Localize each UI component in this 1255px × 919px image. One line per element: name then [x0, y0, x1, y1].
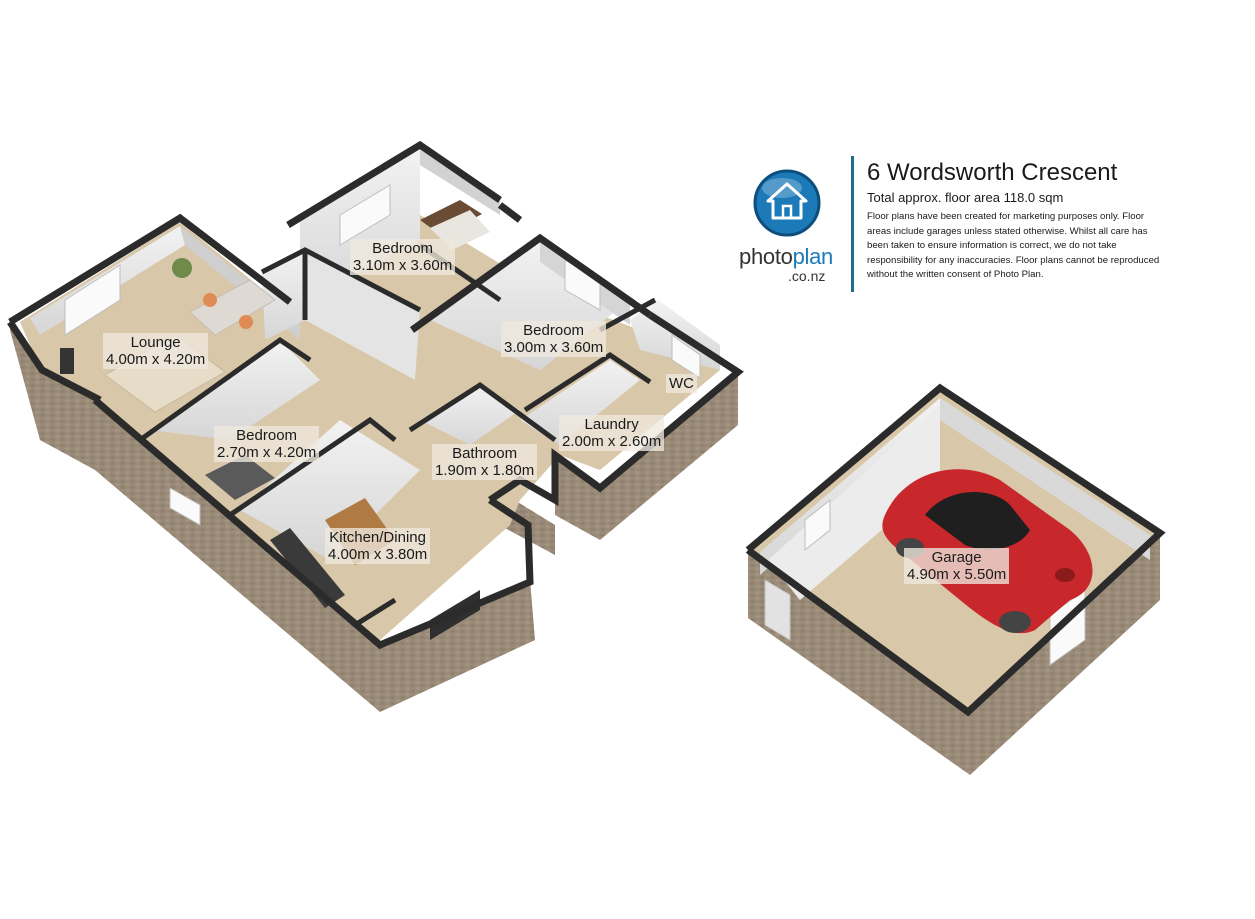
- room-label-bedroom-3: Bedroom 2.70m x 4.20m: [214, 426, 320, 462]
- brand-wordmark: photoplan: [730, 246, 842, 268]
- house-partitions: [138, 242, 657, 628]
- room-size: 2.00m x 2.60m: [562, 433, 662, 450]
- room-size: 2.70m x 4.20m: [217, 444, 317, 461]
- room-label-bedroom-2: Bedroom 3.00m x 3.60m: [501, 321, 607, 357]
- room-name: Bathroom: [452, 445, 518, 462]
- room-name: Kitchen/Dining: [329, 529, 426, 546]
- room-label-bedroom-1: Bedroom 3.10m x 3.60m: [350, 239, 456, 275]
- room-name: WC: [669, 375, 694, 392]
- room-name: Lounge: [130, 334, 181, 351]
- brand-name-part1: photo: [739, 244, 793, 269]
- room-label-bathroom: Bathroom 1.90m x 1.80m: [432, 444, 538, 480]
- property-info: 6 Wordsworth Crescent Total approx. floo…: [867, 158, 1167, 283]
- room-size: 4.00m x 4.20m: [106, 351, 206, 368]
- room-size: 1.90m x 1.80m: [435, 462, 535, 479]
- photoplan-logo: photoplan .co.nz: [730, 168, 842, 298]
- header-divider: [851, 156, 854, 292]
- room-label-wc: WC: [666, 374, 697, 393]
- total-floor-area: Total approx. floor area 118.0 sqm: [867, 190, 1064, 205]
- brand-name-part2: plan: [792, 244, 834, 269]
- room-size: 4.90m x 5.50m: [907, 566, 1007, 583]
- house-exterior-walls: [10, 322, 738, 712]
- room-name: Garage: [931, 549, 982, 566]
- room-size: 3.00m x 3.60m: [504, 339, 604, 356]
- disclaimer-text: Floor plans have been created for market…: [867, 211, 1160, 281]
- house-icon: [753, 169, 821, 237]
- room-label-laundry: Laundry 2.00m x 2.60m: [559, 415, 665, 451]
- room-name: Bedroom: [523, 322, 585, 339]
- property-address: 6 Wordsworth Crescent: [867, 159, 1118, 186]
- room-label-garage: Garage 4.90m x 5.50m: [904, 548, 1010, 584]
- room-label-lounge: Lounge 4.00m x 4.20m: [103, 333, 209, 369]
- room-name: Bedroom: [372, 240, 434, 257]
- house-wall-tops: [7, 140, 744, 650]
- room-name: Laundry: [584, 416, 639, 433]
- room-label-kitchen-dining: Kitchen/Dining 4.00m x 3.80m: [325, 528, 431, 564]
- room-name: Bedroom: [236, 427, 298, 444]
- brand-domain: .co.nz: [788, 268, 826, 284]
- room-size: 4.00m x 3.80m: [328, 546, 428, 563]
- room-size: 3.10m x 3.60m: [353, 257, 453, 274]
